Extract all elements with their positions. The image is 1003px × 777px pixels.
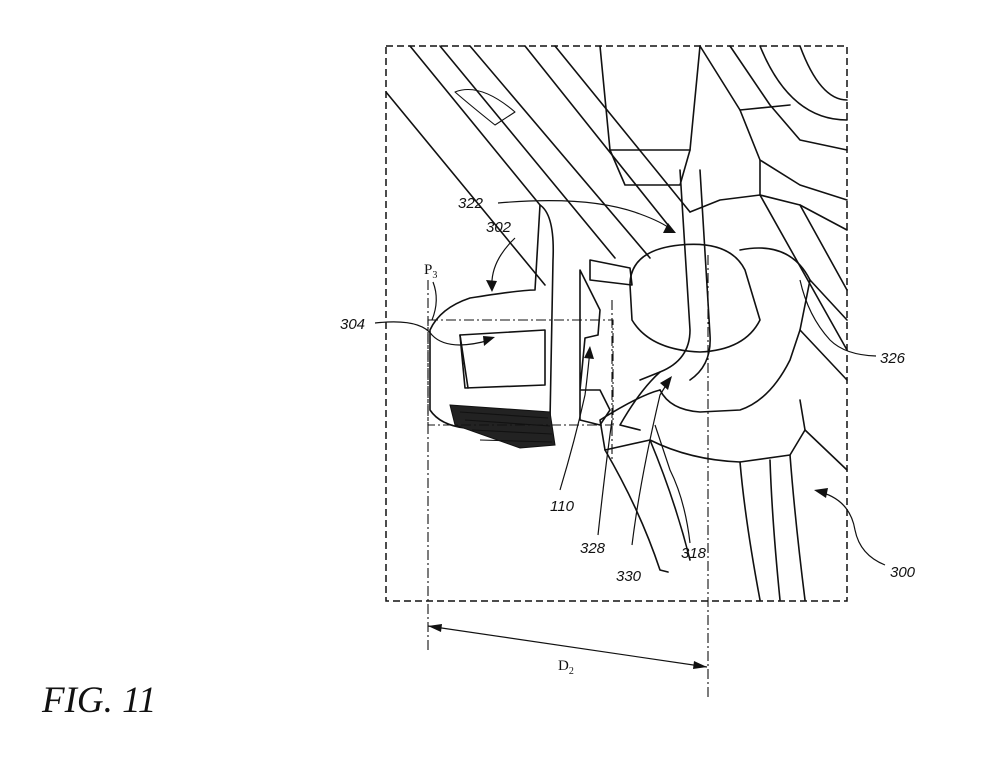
plane-label: P3 — [424, 262, 437, 281]
upper-housing — [690, 46, 847, 230]
callout-318: 318 — [681, 545, 707, 562]
callout-328: 328 — [580, 540, 606, 557]
callout-110: 110 — [550, 498, 575, 515]
lower-body — [760, 195, 847, 470]
callout-330: 330 — [616, 568, 642, 585]
bracket-rails — [386, 46, 700, 285]
plane-label-group: P3 — [424, 262, 437, 320]
latch-head — [600, 170, 810, 600]
callout-326: 326 — [880, 350, 906, 367]
callout-322: 322 — [458, 195, 484, 212]
callout-302: 302 — [486, 219, 512, 236]
dim-arrow-right — [693, 661, 707, 669]
reference-lines — [428, 255, 708, 698]
leader-lines — [375, 201, 885, 565]
dimension-label: D2 — [558, 658, 574, 677]
callout-304: 304 — [340, 316, 365, 333]
figure-label: FIG. 11 — [41, 680, 156, 721]
callout-300: 300 — [890, 564, 916, 581]
callouts: 302 304 322 326 110 328 330 318 300 — [340, 195, 916, 585]
detail-boundary — [386, 46, 847, 601]
dim-arrow-left — [428, 624, 442, 632]
dimension-d2: D2 — [428, 624, 707, 677]
